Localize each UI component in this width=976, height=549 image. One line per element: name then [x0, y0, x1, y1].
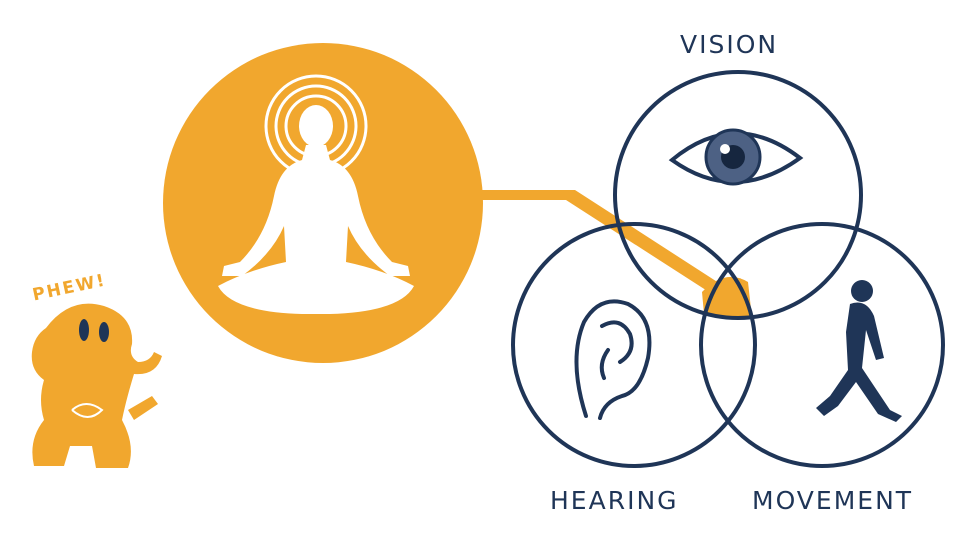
elephant-mascot-icon: [31, 303, 162, 468]
meditating-person-icon: [218, 74, 414, 314]
ear-icon: [574, 299, 652, 420]
hearing-circle: [511, 222, 757, 468]
eye-icon: [668, 128, 804, 186]
movement-circle: [699, 222, 945, 468]
walking-person-icon: [816, 280, 902, 422]
vision-label: VISION: [680, 30, 779, 59]
vision-circle: [613, 70, 863, 320]
hearing-label: HEARING: [550, 486, 679, 515]
movement-label: MOVEMENT: [752, 486, 914, 515]
